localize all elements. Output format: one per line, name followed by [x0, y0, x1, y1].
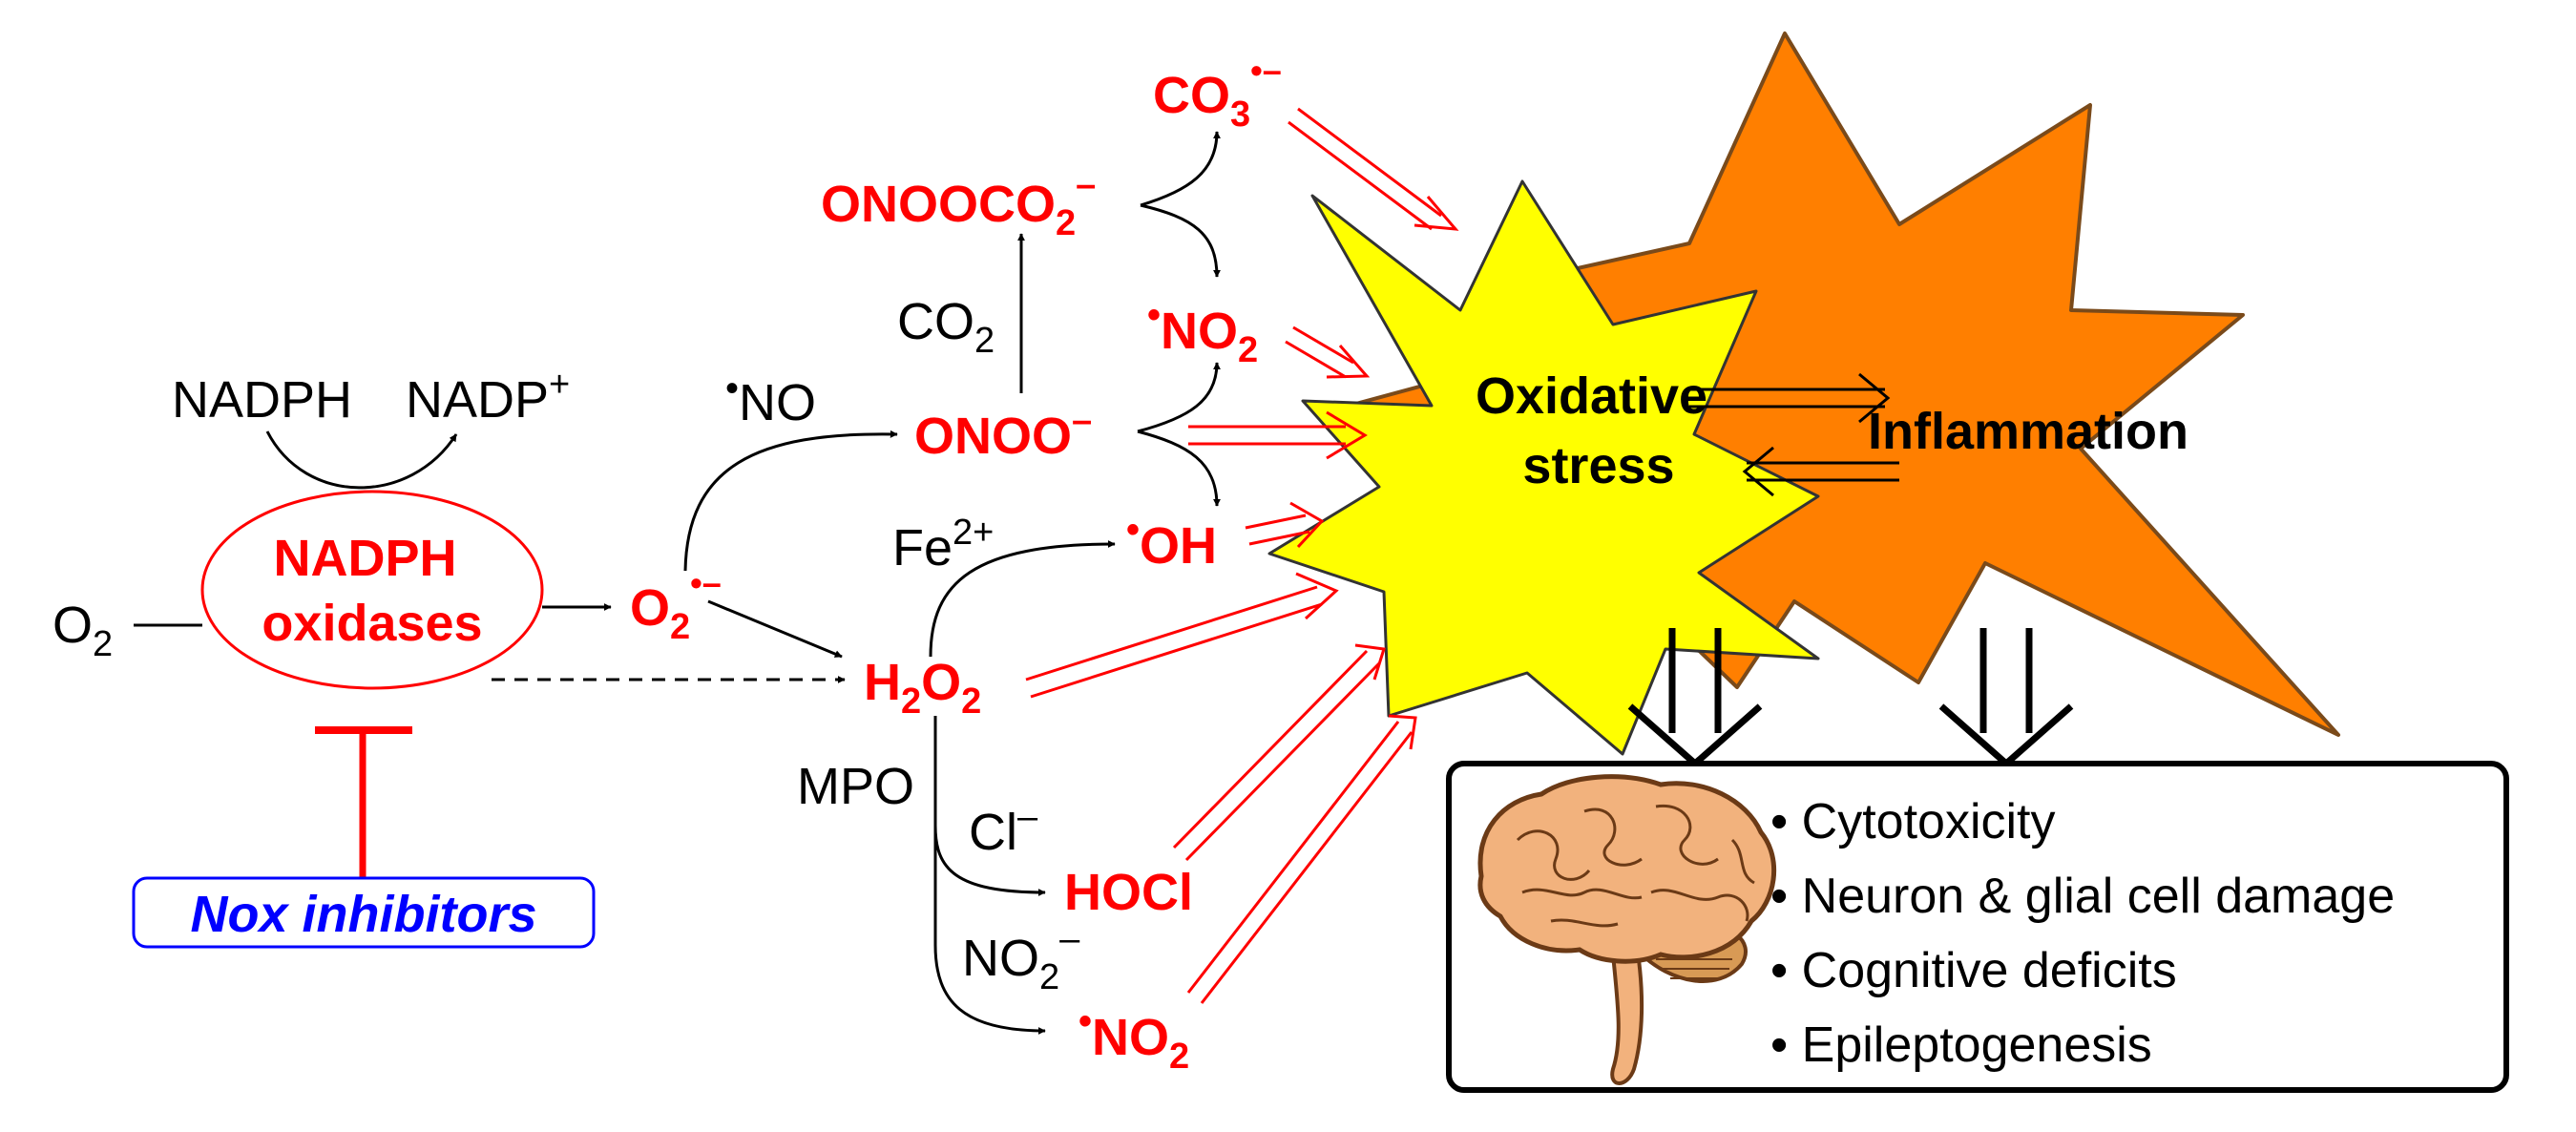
superoxide-to-peroxynitrite-arrow	[683, 430, 898, 572]
chloride-label: Cl–	[969, 797, 1038, 861]
peroxynitrite-label: ONOO–	[914, 401, 1092, 465]
carbonate-radical-label: CO3•–	[1153, 51, 1282, 135]
o2-label: O2	[52, 597, 113, 664]
feedback-arrows	[1689, 372, 1899, 497]
nitrosoperoxycarbonate-label: ONOOCO2–	[821, 165, 1096, 243]
nitric-oxide-label: •NO	[725, 367, 816, 431]
inflammation-label: Inflammation	[1868, 403, 2189, 460]
down-arrows	[1627, 628, 2074, 768]
effects-list: • Cytotoxicity • Neuron & glial cell dam…	[1770, 794, 2395, 1073]
nitrogen-dioxide-lower-label: •NO2	[1079, 1000, 1189, 1077]
nox-inhibitors-box	[132, 876, 596, 949]
mpo-label: MPO	[797, 758, 914, 815]
superoxide-label: O2•–	[630, 563, 722, 647]
oxidative-stress-label: Oxidative stress	[1476, 367, 1722, 494]
adduct-to-no2-arrow	[1140, 203, 1221, 278]
nadph-oxidases-ellipse	[200, 490, 544, 690]
effect-item: • Cognitive deficits	[1770, 943, 2177, 998]
nadph-label: NADPH	[172, 371, 352, 429]
svg-text:O2: O2	[52, 597, 113, 664]
superoxide-to-h2o2-arrow	[707, 599, 843, 659]
co2-label: CO2	[897, 293, 995, 361]
peroxynitrite-to-no2-arrow	[1137, 362, 1221, 433]
effect-item: • Epileptogenesis	[1770, 1017, 2152, 1073]
nox-inhibitors-label: Nox inhibitors	[191, 886, 537, 943]
hydrogen-peroxide-label: H2O2	[864, 654, 981, 722]
peroxynitrite-to-oh-arrow	[1137, 430, 1221, 507]
hydroxyl-radical-label: •OH	[1126, 509, 1217, 575]
effect-item: • Neuron & glial cell damage	[1770, 869, 2395, 924]
brain-icon	[1477, 774, 1776, 1085]
nitrogen-dioxide-label: •NO2	[1147, 294, 1258, 370]
nitrite-label: NO2–	[962, 919, 1080, 997]
iron-label: Fe2+	[892, 513, 994, 576]
nadp-label: NADP+	[406, 365, 570, 429]
h2o2-to-no2-arrow	[933, 826, 1046, 1035]
nadph-oxidases-label: NADPH oxidases	[262, 530, 482, 652]
h2o2-to-hydroxyl-arrow	[929, 540, 1116, 658]
nadph-cofactor-arrow	[265, 430, 458, 490]
adduct-to-carbonate-arrow	[1140, 131, 1221, 207]
effect-item: • Cytotoxicity	[1770, 794, 2056, 849]
red-double-arrows	[1025, 107, 1459, 1004]
oxidative-stress-star	[1267, 179, 1820, 756]
hypochlorous-acid-label: HOCl	[1064, 864, 1193, 921]
